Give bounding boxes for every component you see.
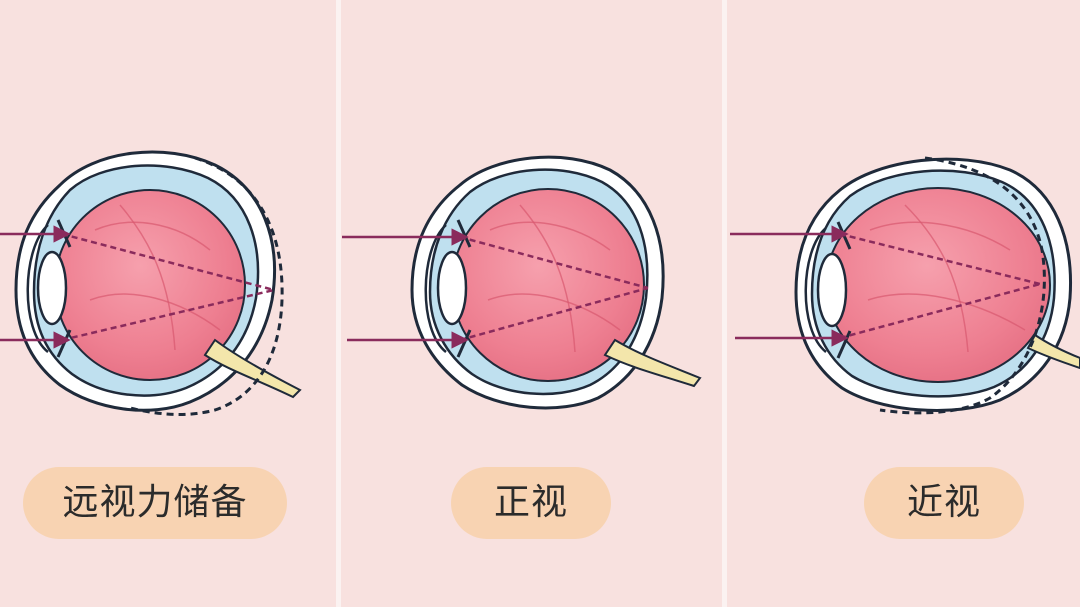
cornea — [424, 224, 447, 353]
eye-myopia — [730, 156, 1080, 415]
lens — [816, 252, 848, 328]
panel-divider — [722, 0, 727, 607]
optic-nerve — [203, 338, 302, 399]
eyeball — [825, 187, 1051, 383]
label-hyperopia-reserve: 远视力储备 — [23, 467, 287, 539]
cornea — [26, 224, 49, 353]
lens — [36, 250, 68, 326]
dashed-outline — [129, 156, 284, 416]
label-myopia: 近视 — [864, 467, 1024, 539]
optic-nerve — [603, 338, 702, 388]
cornea — [804, 227, 827, 353]
optic-nerve — [1026, 333, 1080, 370]
eye-hyperopia — [0, 150, 302, 416]
label-emmetropia: 正视 — [451, 467, 611, 539]
panel-divider — [336, 0, 341, 607]
lens — [436, 250, 468, 326]
dashed-outline — [879, 156, 1046, 415]
eye-emmetropia — [342, 155, 702, 410]
